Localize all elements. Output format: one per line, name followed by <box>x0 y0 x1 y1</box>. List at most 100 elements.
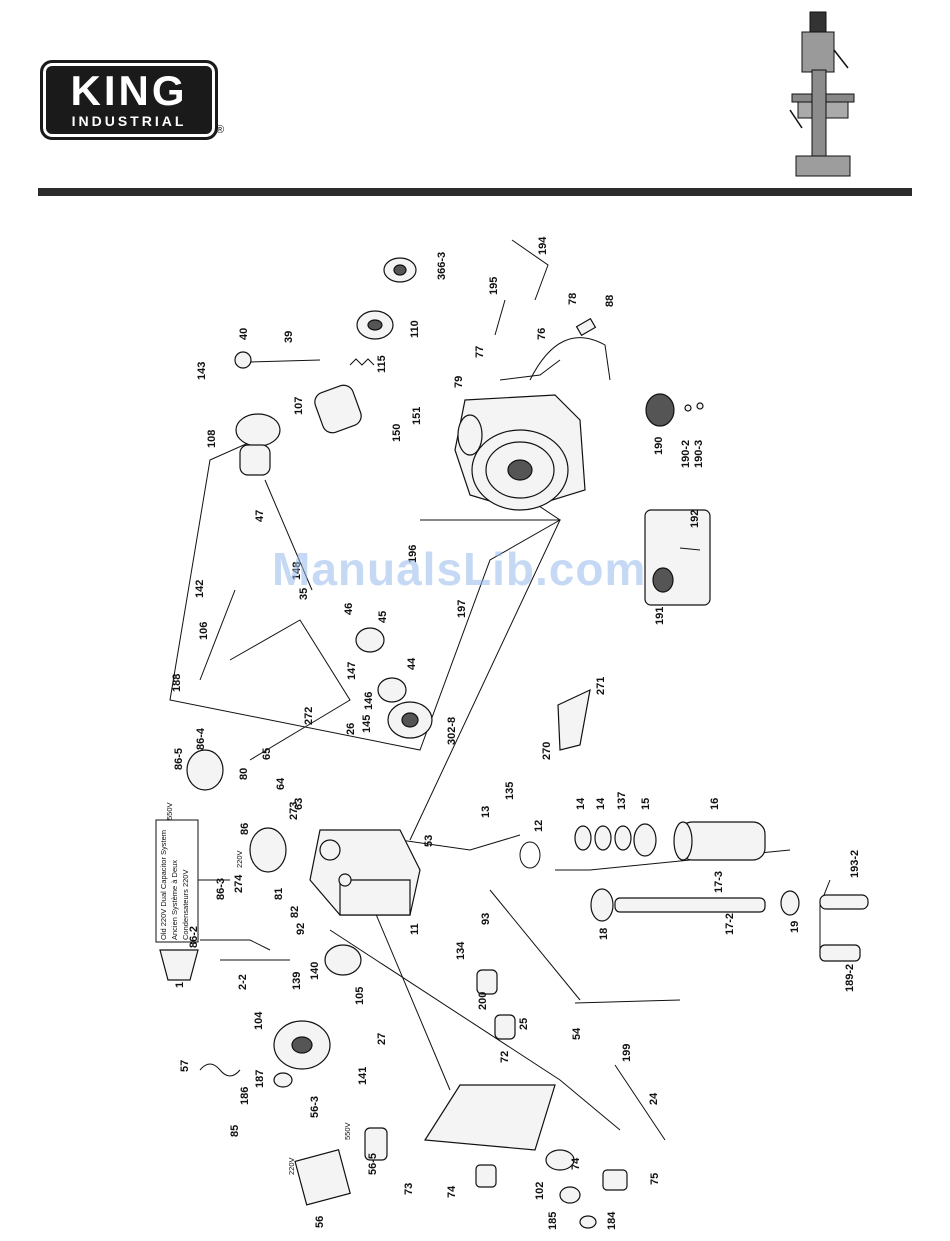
part-label-p39: 39 <box>283 331 295 343</box>
part-label-p184: 184 <box>606 1211 618 1230</box>
header-rule <box>38 188 912 196</box>
part-label-p88: 88 <box>604 295 616 307</box>
part-label-p192: 192 <box>689 510 701 528</box>
hub-366-3 <box>383 257 417 283</box>
part-label-p270: 270 <box>541 742 553 760</box>
card-270 <box>557 688 591 751</box>
assembly-line <box>200 939 271 951</box>
part-label-p46: 46 <box>343 603 355 615</box>
part-label-p193_2: 193-2 <box>849 850 861 878</box>
leadscrew-54 <box>574 999 681 1004</box>
part-label-p12: 12 <box>533 820 545 832</box>
part-label-p19: 19 <box>789 921 801 933</box>
sleeve-107 <box>314 384 362 434</box>
washer-19 <box>780 890 800 916</box>
part-label-p16: 16 <box>709 798 721 810</box>
part-label-p45: 45 <box>377 611 389 623</box>
arbor-193-2 <box>819 894 869 910</box>
part-label-p53: 53 <box>423 835 435 847</box>
part-label-p81: 81 <box>273 888 285 900</box>
part-label-p106: 106 <box>198 622 210 640</box>
part-label-p44: 44 <box>406 657 418 670</box>
part-label-p78: 78 <box>567 293 579 305</box>
part-label-p79: 79 <box>453 376 465 388</box>
assembly-line <box>499 359 561 381</box>
cord-57 <box>199 1063 241 1077</box>
part-label-p75: 75 <box>649 1173 661 1185</box>
part-label-p17_2: 17-2 <box>724 913 736 935</box>
gear-15 <box>633 823 657 857</box>
part-label-p76: 76 <box>536 328 548 340</box>
knob-40 <box>234 351 321 369</box>
part-label-p190_3: 190-3 <box>693 440 705 468</box>
plate-72 <box>423 1084 556 1151</box>
bolt-195 <box>494 299 506 336</box>
block-75 <box>602 1169 628 1191</box>
part-label-p135: 135 <box>504 782 516 800</box>
gear-44 <box>377 677 407 703</box>
part-label-p274: 274 <box>233 874 245 893</box>
part-label-p73: 73 <box>403 1183 415 1195</box>
part-label-p199: 199 <box>621 1044 633 1062</box>
part-label-p86_5: 86-5 <box>173 748 185 770</box>
bearing-14 <box>574 825 612 851</box>
block-74 <box>475 1164 497 1188</box>
block-25 <box>494 1014 516 1040</box>
part-label-p54: 54 <box>571 1027 583 1040</box>
part-label-p143: 143 <box>196 362 208 380</box>
part-label-p14b: 14 <box>595 797 607 810</box>
part-label-p15: 15 <box>640 798 652 810</box>
registered-mark: ® <box>216 124 225 136</box>
brand-subtitle: INDUSTRIAL <box>71 113 187 129</box>
part-label-p47: 47 <box>254 510 266 522</box>
assembly-line <box>369 899 451 1091</box>
part-label-p187: 187 <box>254 1070 266 1088</box>
part-label-p18: 18 <box>598 928 610 940</box>
handle-194 <box>511 239 549 301</box>
voltage-550v-b: 550V <box>343 1122 352 1140</box>
part-label-p190: 190 <box>653 437 665 455</box>
part-label-p56_5: 56-5 <box>367 1153 379 1175</box>
cup-1 <box>159 949 199 981</box>
part-label-p2_2: 2-2 <box>237 974 249 990</box>
part-label-p56_3: 56-3 <box>309 1096 321 1118</box>
part-label-p11: 11 <box>409 923 421 935</box>
part-label-p85: 85 <box>229 1125 241 1137</box>
part-label-p64: 64 <box>275 777 287 790</box>
wiring-note-box: Old 220V Dual Capacitor System Ancien Sy… <box>155 819 230 943</box>
part-label-p104: 104 <box>253 1011 265 1030</box>
part-label-p72: 72 <box>499 1051 511 1063</box>
part-label-p25: 25 <box>518 1018 530 1030</box>
cable-76 <box>529 337 611 381</box>
knob-190 <box>645 393 704 427</box>
part-label-p302_8: 302-8 <box>446 717 458 745</box>
part-label-p105: 105 <box>354 987 366 1005</box>
part-label-p190_2: 190-2 <box>680 440 692 468</box>
part-label-p150: 150 <box>391 424 403 442</box>
part-label-p35: 35 <box>298 588 310 600</box>
spindle-17-2 <box>614 897 766 913</box>
part-label-p86: 86 <box>239 823 251 835</box>
part-label-p107: 107 <box>293 397 305 415</box>
part-label-p74b: 74 <box>570 1157 582 1170</box>
washer-185 <box>559 1186 581 1204</box>
part-label-p186: 186 <box>239 1087 251 1105</box>
gear-18 <box>590 888 614 922</box>
part-label-p65: 65 <box>261 748 273 760</box>
part-label-p63: 63 <box>293 798 305 810</box>
quill-housing <box>454 394 586 511</box>
part-label-p27: 27 <box>376 1033 388 1045</box>
part-label-p82: 82 <box>289 906 301 918</box>
part-label-p40: 40 <box>238 328 250 340</box>
part-label-p139: 139 <box>291 972 303 990</box>
part-label-p189_2: 189-2 <box>844 964 856 992</box>
capacitor-56-5 <box>364 1127 388 1161</box>
part-label-p188: 188 <box>171 674 183 692</box>
switch-56 <box>294 1149 351 1206</box>
block-200 <box>476 969 498 995</box>
part-label-p57: 57 <box>179 1060 191 1072</box>
part-label-p108: 108 <box>206 430 218 448</box>
part-label-p148: 148 <box>291 562 303 580</box>
motor-86 <box>249 827 287 873</box>
assembly-line <box>329 929 621 1131</box>
